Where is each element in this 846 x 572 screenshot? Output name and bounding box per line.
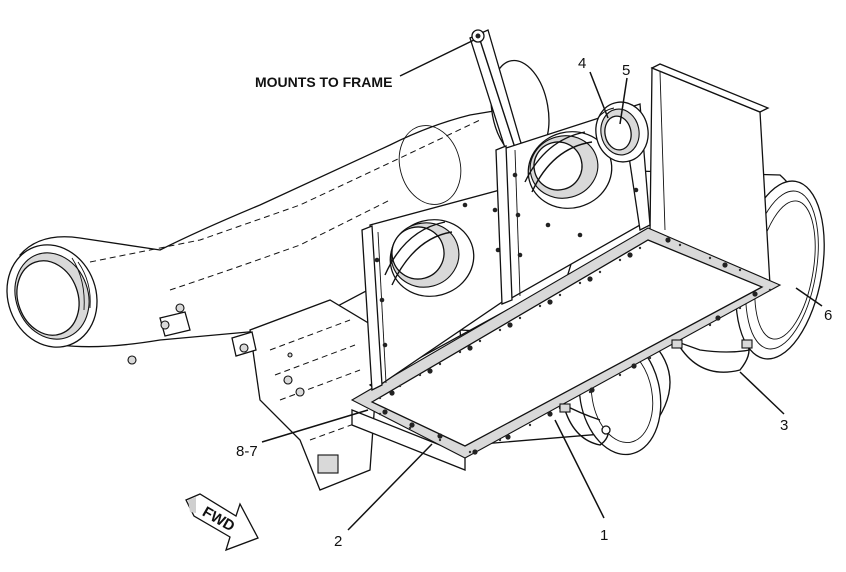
leader-1 — [554, 419, 605, 519]
intake-pipe — [6, 59, 550, 348]
label-item-2: 2 — [334, 533, 342, 550]
label-item-3: 3 — [780, 417, 788, 434]
chassis-structure — [127, 299, 381, 491]
rim-bolts — [382, 237, 758, 455]
label-item-4: 4 — [578, 55, 586, 72]
callout-labels: MOUNTS TO FRAME 4 5 6 3 1 2 8-7 — [236, 55, 832, 550]
label-item-8-7: 8-7 — [236, 443, 258, 460]
label-mounts-to-frame: MOUNTS TO FRAME — [255, 74, 392, 90]
leader-lines — [261, 39, 823, 531]
leader-6 — [795, 287, 823, 307]
leader-2 — [347, 443, 433, 531]
leader-8-7 — [261, 409, 369, 443]
label-item-6: 6 — [824, 307, 832, 324]
harness-item-3 — [559, 339, 753, 446]
left-port-plate — [361, 189, 506, 392]
gasket-dots — [378, 243, 772, 454]
fwd-direction-arrow: FWD — [185, 493, 259, 552]
leader-5 — [619, 77, 628, 125]
leader-mounts-to-frame — [399, 39, 475, 77]
leader-4 — [589, 71, 609, 119]
seal-rings — [595, 101, 649, 163]
main-housing — [350, 63, 782, 471]
label-item-1: 1 — [600, 527, 608, 544]
label-item-5: 5 — [622, 62, 630, 79]
leader-3 — [739, 371, 785, 415]
